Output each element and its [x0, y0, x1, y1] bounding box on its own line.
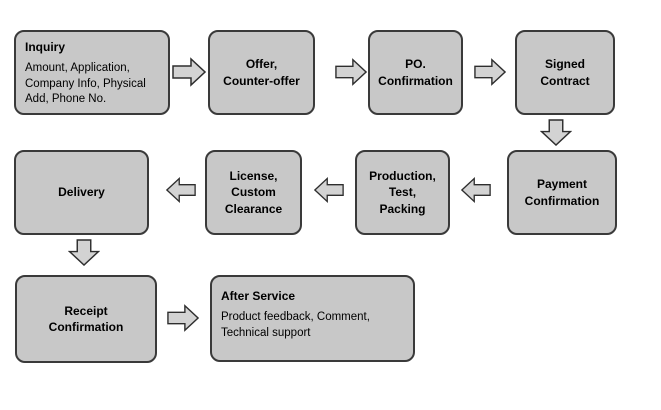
- node-after-service: After Service Product feedback, Comment,…: [210, 275, 415, 362]
- node-po-confirmation: PO. Confirmation: [368, 30, 463, 115]
- node-offer-label: Offer, Counter-offer: [223, 57, 300, 88]
- node-inquiry: Inquiry Amount, Application, Company Inf…: [14, 30, 170, 115]
- node-delivery-label: Delivery: [58, 185, 105, 200]
- node-inquiry-body: Amount, Application, Company Info, Physi…: [25, 62, 146, 106]
- node-offer-counter-offer: Offer, Counter-offer: [208, 30, 315, 115]
- node-production-test-packing: Production, Test, Packing: [355, 150, 450, 235]
- node-license-custom-clearance: License, Custom Clearance: [205, 150, 302, 235]
- node-after-service-title: After Service: [221, 289, 296, 303]
- arrow-right-icon: [335, 57, 367, 87]
- arrow-right-icon: [474, 57, 506, 87]
- arrow-down-icon: [68, 239, 100, 266]
- arrow-down-icon: [540, 119, 572, 146]
- arrow-left-icon: [166, 175, 196, 205]
- node-po-confirmation-label: PO. Confirmation: [378, 57, 453, 88]
- node-signed-contract: Signed Contract: [515, 30, 615, 115]
- node-delivery: Delivery: [14, 150, 149, 235]
- arrow-left-icon: [314, 175, 344, 205]
- arrow-right-icon: [167, 303, 199, 333]
- node-receipt-confirmation-label: Receipt Confirmation: [48, 303, 124, 334]
- node-receipt-confirmation: Receipt Confirmation: [15, 275, 157, 363]
- arrow-left-icon: [461, 175, 491, 205]
- node-license-label: License, Custom Clearance: [224, 169, 283, 216]
- node-production-label: Production, Test, Packing: [369, 169, 436, 216]
- node-payment-confirmation-label: Payment Confirmation: [524, 177, 600, 208]
- node-inquiry-title: Inquiry: [25, 40, 66, 54]
- node-signed-contract-label: Signed Contract: [540, 57, 590, 88]
- node-payment-confirmation: Payment Confirmation: [507, 150, 617, 235]
- node-after-service-body: Product feedback, Comment, Technical sup…: [221, 311, 370, 339]
- arrow-right-icon: [172, 57, 206, 87]
